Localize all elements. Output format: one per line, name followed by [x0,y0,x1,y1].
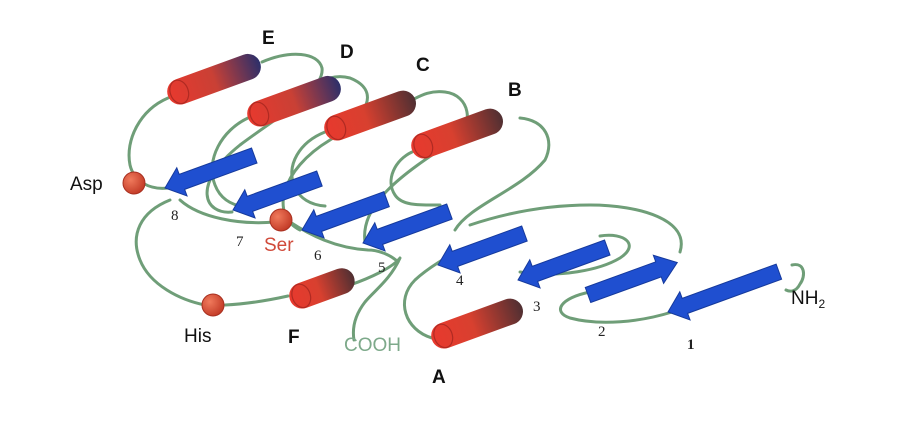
loop-a-4 [403,256,447,340]
strand-label-1: 1 [687,337,695,353]
helix-label-f: F [288,327,300,348]
helix-label-a: A [432,367,446,388]
helix-e-body [167,53,261,105]
helix-b-body [411,108,503,159]
n-terminus-subscript: 2 [818,297,825,311]
helix-label-b: B [508,80,522,101]
n-terminus-label: NH2 [791,288,825,311]
loop-1-2 [559,290,674,324]
strand-label-8: 8 [171,208,179,224]
helix-a-cap [433,323,454,349]
strand-8 [164,147,258,197]
strand-7 [232,170,323,219]
helix-label-d: D [340,42,354,63]
helix-d-body [247,75,341,127]
helix-a-body [431,298,523,349]
strand-label-6: 6 [314,248,322,264]
loop-n-terminus [784,263,806,293]
residue-label-asp: Asp [70,174,103,195]
loop-f-cooh [348,256,402,342]
strand-1 [667,263,783,321]
residue-his-marker [201,293,225,317]
loop-coil [127,52,806,342]
residue-label-his: His [184,326,211,347]
helix-a [431,298,523,349]
helix-d [247,75,341,127]
strand-4 [437,225,528,274]
strand-labels: 8 7 6 5 4 3 2 1 [171,208,695,353]
strand-5 [362,203,453,252]
residue-ser-marker [269,208,293,232]
strand-label-2: 2 [598,324,606,340]
residues [122,171,293,317]
strand-label-5: 5 [378,260,386,276]
residue-label-ser: Ser [264,235,294,256]
loop-e-8 [127,96,170,190]
helix-f-cap [291,283,312,309]
loop-2-3 [468,203,683,254]
helix-b-cap [413,133,434,159]
helix-c-body [324,90,416,141]
strand-label-4: 4 [456,273,464,289]
c-terminus-label: COOH [344,335,401,356]
helix-b [411,108,503,159]
loop-b-5 [389,150,442,207]
loop-8-ser [178,198,277,225]
strand-6 [301,191,390,239]
strand-3 [517,239,611,289]
loop-d-7 [210,116,250,209]
helix-c-cap [326,115,347,141]
loop-8-his [134,198,207,307]
strand-2 [584,254,679,304]
residue-labels: Asp Ser His [70,174,294,347]
termini: NH2 COOH [344,288,825,356]
residue-asp-marker [122,171,146,195]
helix-label-e: E [262,28,275,49]
helix-e [167,53,261,105]
helix-labels: E D C B F A [262,28,522,388]
helices [167,53,523,349]
strands [164,147,783,321]
helix-c [324,90,416,141]
strand-label-3: 3 [533,299,541,315]
helix-f [289,268,355,309]
helix-f-body [289,268,355,309]
helix-d-cap [249,101,270,127]
n-terminus-text: NH [791,288,818,309]
helix-label-c: C [416,55,430,76]
strand-label-7: 7 [236,234,244,250]
helix-e-cap [169,79,190,105]
loop-4-b [453,116,551,232]
loop-his-f [223,294,290,307]
